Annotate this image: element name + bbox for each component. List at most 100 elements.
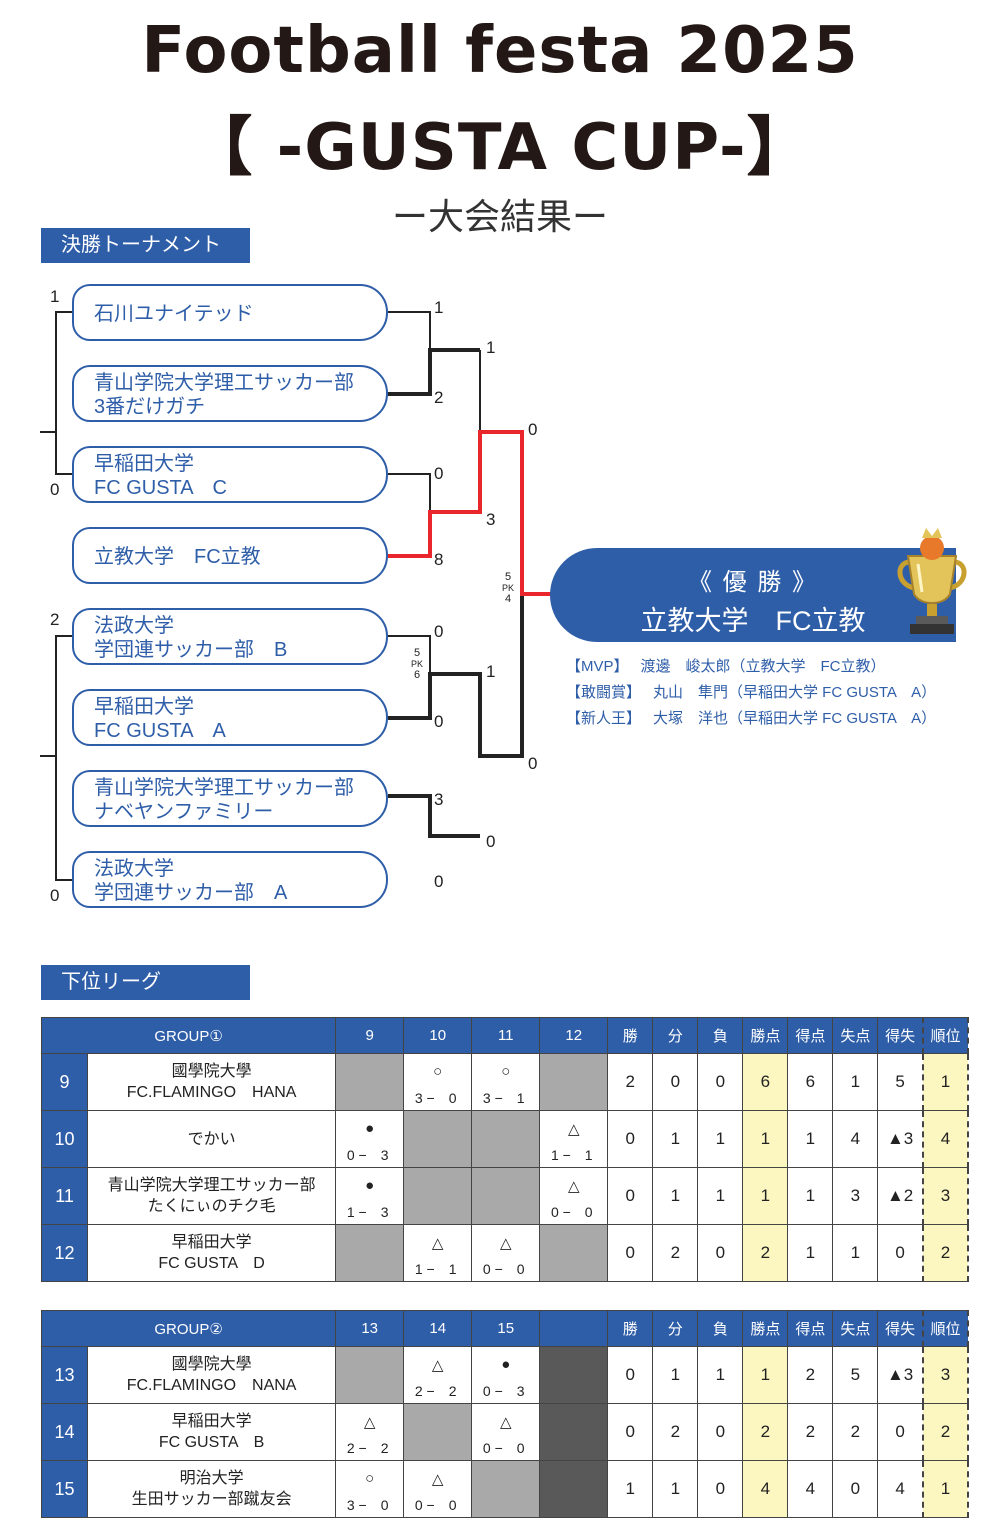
- award-title: 【新人王】: [566, 710, 642, 727]
- pk-value: 4: [504, 593, 512, 605]
- match-result: ○3 − 0: [403, 1053, 473, 1111]
- result-score: 0 − 0: [550, 1204, 593, 1220]
- team-name: 青山学院大学理工サッカー部: [94, 777, 354, 799]
- results-heading: ー大会結果ー: [391, 197, 608, 238]
- team-name-line1: 國學院大學: [171, 1356, 252, 1373]
- bracket-team-7: 青山学院大学理工サッカー部ナベヤンファミリー: [72, 770, 388, 827]
- stat-得点: 2: [787, 1403, 834, 1461]
- stat-勝: 0: [607, 1403, 654, 1461]
- team-number: 12: [40, 1224, 89, 1282]
- pk-value: 6: [413, 669, 421, 681]
- team-name-line2: FC.FLAMINGO NANA: [126, 1377, 297, 1394]
- stat-分: 1: [652, 1167, 699, 1225]
- stat-col-header: 得点: [787, 1310, 834, 1347]
- team-name-line2: 学団連サッカー部 B: [94, 639, 288, 661]
- team-name: 明治大学生田サッカー部蹴友会: [87, 1460, 337, 1518]
- team-name: 法政大学: [94, 615, 174, 637]
- stat-勝点: 1: [742, 1110, 789, 1168]
- stat-得失: 5: [877, 1053, 924, 1111]
- pk-value: 5: [413, 647, 421, 659]
- stat-得失: ▲3: [877, 1110, 924, 1168]
- match-result: ●0 − 3: [471, 1346, 541, 1404]
- team-name: 立教大学 FC立教: [94, 546, 261, 568]
- result-score: 3 − 0: [414, 1090, 457, 1106]
- score-r1: 0: [434, 712, 444, 731]
- score-side: 2: [50, 610, 60, 629]
- stat-順位: 1: [921, 1460, 970, 1518]
- stat-col-header: 勝: [607, 1017, 654, 1054]
- stat-得失: ▲3: [877, 1346, 924, 1404]
- bracket-team-4: 立教大学 FC立教: [72, 527, 388, 584]
- award-rookie: 【新人王】大塚 洋也（早稲田大学 FC GUSTA A）: [566, 706, 948, 732]
- stat-負: 0: [697, 1460, 744, 1518]
- stat-col-header: 得点: [787, 1017, 834, 1054]
- stat-col-header: 負: [697, 1310, 744, 1347]
- stat-順位: 2: [921, 1224, 970, 1282]
- stat-負: 1: [697, 1167, 744, 1225]
- match-result: [335, 1224, 405, 1282]
- result-score: 0 − 0: [482, 1261, 525, 1277]
- stat-失点: 1: [832, 1224, 879, 1282]
- stat-順位: 3: [921, 1167, 970, 1225]
- stat-col-header: 勝: [607, 1310, 654, 1347]
- stat-分: 2: [652, 1403, 699, 1461]
- stat-順位: 3: [921, 1346, 970, 1404]
- match-result: △0 − 0: [471, 1403, 541, 1461]
- result-score: 2 − 2: [346, 1440, 389, 1456]
- stat-分: 2: [652, 1224, 699, 1282]
- team-number: 10: [40, 1110, 89, 1168]
- match-result: ○3 − 1: [471, 1053, 541, 1111]
- award-winner: 大塚 洋也（早稲田大学 FC GUSTA A）: [653, 710, 937, 727]
- stat-勝点: 1: [742, 1167, 789, 1225]
- result-score: 2 − 2: [414, 1383, 457, 1399]
- champion-team: 立教大学 FC立教: [640, 606, 866, 636]
- opponent-col-header: 13: [335, 1310, 405, 1347]
- stat-失点: 2: [832, 1403, 879, 1461]
- match-result: [471, 1460, 541, 1518]
- match-result: [471, 1167, 541, 1225]
- stat-col-header: 勝点: [742, 1310, 789, 1347]
- score-r1: 3: [434, 790, 444, 809]
- opponent-col-header: 12: [539, 1017, 609, 1054]
- team-name-line1: 青山学院大学理工サッカー部: [107, 1177, 316, 1194]
- result-symbol: △: [567, 1178, 580, 1195]
- stat-col-header: 失点: [832, 1310, 879, 1347]
- opponent-col-header: 10: [403, 1017, 473, 1054]
- opponent-col-header: 9: [335, 1017, 405, 1054]
- stat-col-header: 得失: [877, 1310, 924, 1347]
- stat-col-header: 勝点: [742, 1017, 789, 1054]
- page-title: Football festa 2025: [141, 14, 859, 88]
- match-result: [539, 1460, 609, 1518]
- result-score: 0 − 3: [346, 1147, 389, 1163]
- award-title: 【敢闘賞】: [566, 684, 642, 701]
- pk-label: PK: [410, 659, 423, 669]
- team-name: 石川ユナイテッド: [94, 303, 254, 325]
- stat-col-header: 分: [652, 1017, 699, 1054]
- score-r2: 1: [486, 662, 496, 681]
- score-side: 1: [50, 287, 60, 306]
- stat-勝点: 2: [742, 1224, 789, 1282]
- bracket-team-8: 法政大学学団連サッカー部 A: [72, 851, 388, 908]
- stat-勝: 0: [607, 1346, 654, 1404]
- score-r1: 2: [434, 388, 444, 407]
- result-symbol: △: [499, 1235, 512, 1252]
- team-name: 早稲田大学: [94, 453, 194, 475]
- stat-順位: 2: [921, 1403, 970, 1461]
- page-subtitle: 【 -GUSTA CUP-】: [188, 111, 812, 185]
- stat-負: 0: [697, 1053, 744, 1111]
- match-result: ○3 − 0: [335, 1460, 405, 1518]
- team-name-line1: でかい: [187, 1130, 236, 1148]
- result-score: 3 − 0: [346, 1497, 389, 1513]
- stat-勝点: 4: [742, 1460, 789, 1518]
- team-name-line2: FC GUSTA C: [94, 477, 227, 499]
- result-symbol: △: [431, 1357, 444, 1374]
- award-mvp: 【MVP】渡邊 峻太郎（立教大学 FC立教）: [566, 654, 948, 680]
- team-name-line2: FC GUSTA B: [158, 1434, 265, 1451]
- match-result: [403, 1403, 473, 1461]
